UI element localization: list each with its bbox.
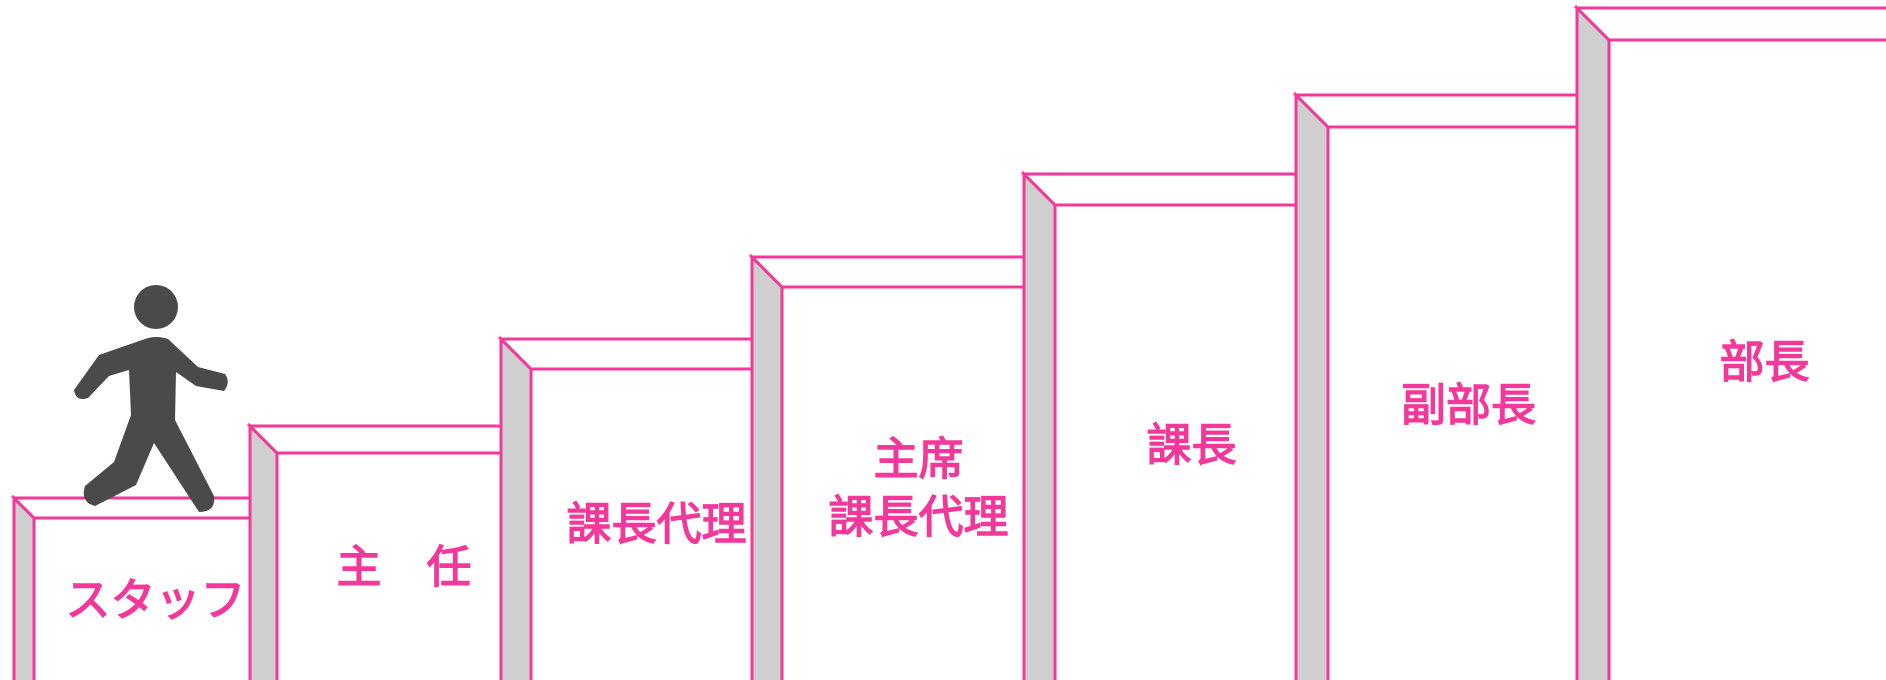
step-label: 課長代理 [566,498,746,551]
step-front-face [32,516,279,680]
step-side-face [750,253,784,680]
step-fukubucho: 副部長 [1292,91,1613,680]
step-top-face [1292,93,1613,129]
step-label: 課長 [1146,419,1237,472]
step-top-face [246,424,535,455]
step-front-face [529,367,784,680]
step-front-face [275,451,533,680]
step-label: 主 任 [336,541,471,594]
step-front-face [1326,125,1611,680]
step-front-face [1607,38,1886,680]
walking-person-icon [74,285,228,512]
step-shunin: 主 任 [246,422,535,680]
step-staff: スタッフ [10,494,281,680]
step-side-face [248,422,279,680]
step-top-face [1573,6,1886,42]
step-side-face [1022,170,1057,680]
step-top-face [10,496,281,520]
step-kacho-dairi: 課長代理 [497,335,786,680]
step-top-face [1020,172,1332,207]
step-side-face [499,335,533,680]
step-label: 副部長 [1401,379,1537,432]
step-top-face [748,255,1059,289]
step-side-face [1294,91,1330,680]
step-bucho: 部長 [1573,4,1886,680]
step-label: スタッフ [65,574,245,627]
step-side-face [12,494,36,680]
step-front-face [780,285,1057,680]
step-label: 課長代理 [828,491,1008,544]
step-kacho: 課長 [1020,170,1332,680]
step-label: 主席 [873,433,963,486]
step-front-face [1053,203,1330,680]
step-top-face [497,337,786,371]
step-side-face [1575,4,1611,680]
step-label: 部長 [1719,336,1810,389]
